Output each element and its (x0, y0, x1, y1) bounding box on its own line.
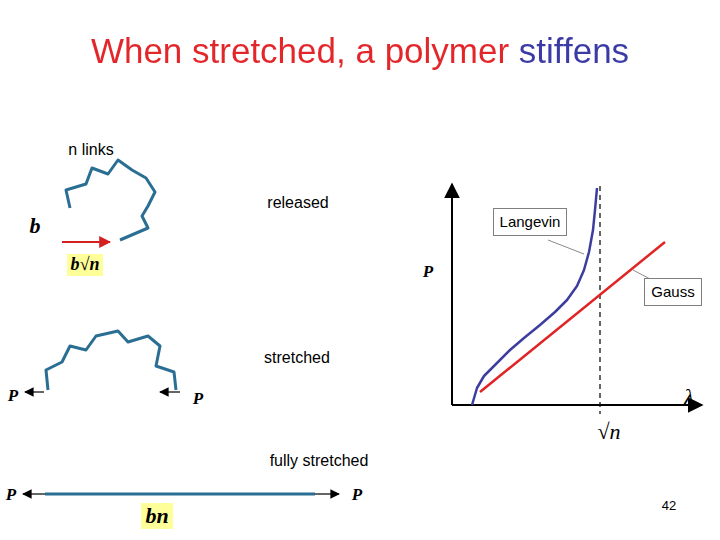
curve-label-box: Gauss (644, 278, 701, 306)
force-label: P (8, 386, 18, 406)
force-label: P (193, 389, 203, 409)
page-number: 42 (662, 498, 676, 513)
full-chain (45, 493, 315, 496)
released-chain (66, 160, 155, 240)
state-label: fully stretched (270, 452, 369, 470)
node-text: bn (145, 503, 168, 529)
force-arrow (23, 493, 45, 494)
force-arrow (160, 391, 180, 392)
y-axis (451, 184, 453, 405)
stretched-chain (46, 331, 176, 390)
math-symbol: b (30, 213, 41, 239)
node-text: Gauss (651, 283, 694, 301)
node-text: Langevin (500, 213, 561, 231)
length-highlight: b√n (67, 254, 104, 276)
axis-label: P (423, 262, 433, 282)
langevin-curve (472, 188, 597, 405)
limit-line (599, 186, 600, 414)
curve-label-box: Langevin (493, 208, 568, 236)
end-to-end-arrow (62, 241, 110, 243)
caption-text: n links (68, 141, 113, 159)
force-label: P (6, 485, 16, 505)
force-arrow (315, 493, 339, 494)
slide-title: When stretched, a polymer stiffens (91, 30, 629, 72)
node-text: b√n (71, 254, 100, 276)
tick-label: √n (597, 419, 620, 445)
gauss-curve (480, 242, 665, 392)
length-highlight: bn (141, 503, 172, 529)
state-label: stretched (264, 349, 330, 367)
x-axis (452, 404, 702, 406)
axis-label: λ (684, 384, 694, 410)
force-label: P (352, 485, 362, 505)
state-label: released (267, 194, 328, 212)
force-arrow (25, 391, 44, 392)
leader-line (548, 240, 584, 254)
